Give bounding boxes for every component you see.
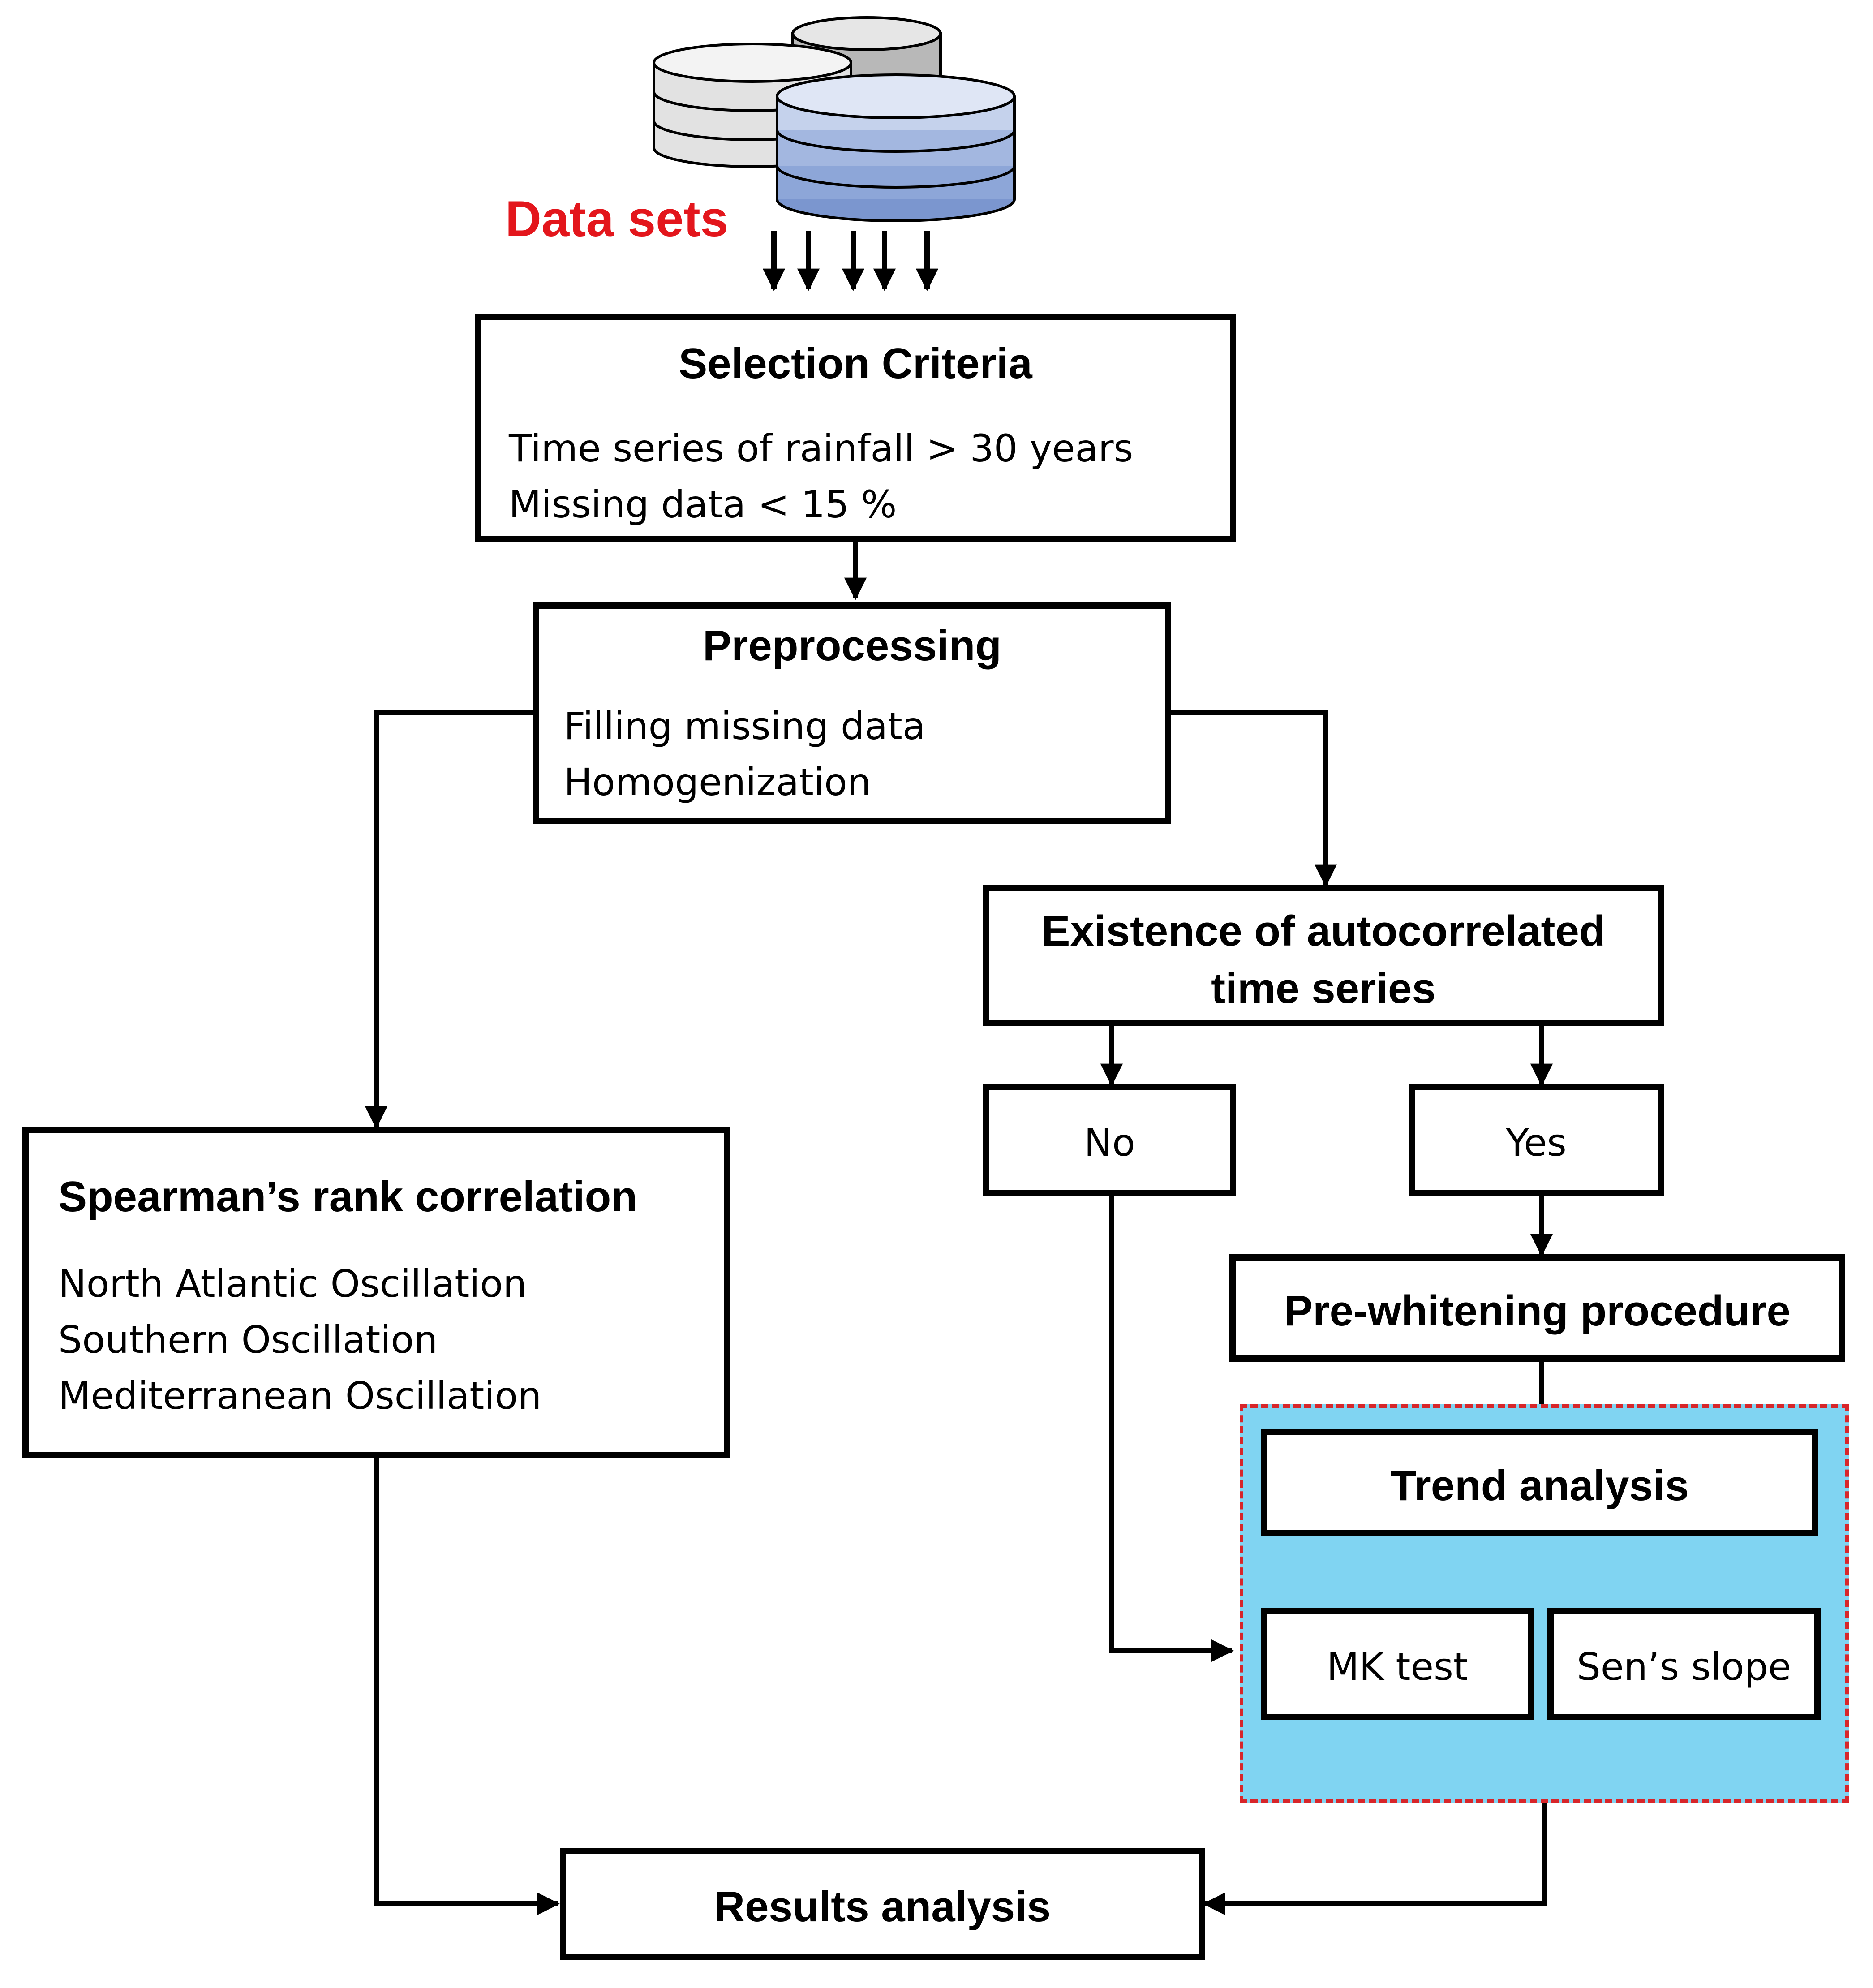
results-analysis-title: Results analysis — [713, 1883, 1051, 1931]
selection-criteria-line: Time series of rainfall > 30 years — [509, 426, 1134, 470]
sens-slope-box: Sen’s slope — [1547, 1608, 1821, 1720]
preprocessing-box: Preprocessing Filling missing data Homog… — [533, 602, 1171, 824]
preprocessing-line: Filling missing data — [564, 704, 926, 748]
datasets-label: Data sets — [505, 191, 729, 247]
autocorrelation-title: Existence of autocorrelated — [1041, 907, 1606, 955]
mk-test-box: MK test — [1261, 1608, 1534, 1720]
database-icon — [653, 16, 1016, 222]
spearman-line: North Atlantic Oscillation — [58, 1262, 527, 1306]
autocorrelation-title: time series — [1211, 964, 1436, 1012]
selection-criteria-line: Missing data < 15 % — [509, 482, 897, 526]
trend-analysis-title: Trend analysis — [1390, 1462, 1689, 1510]
no-label: No — [1084, 1121, 1135, 1165]
spearman-line: Mediterranean Oscillation — [58, 1374, 542, 1418]
prewhitening-box: Pre-whitening procedure — [1229, 1254, 1845, 1362]
results-analysis-box: Results analysis — [560, 1848, 1205, 1960]
preprocessing-line: Homogenization — [564, 760, 871, 804]
mk-test-label: MK test — [1327, 1645, 1468, 1689]
spearman-line: Southern Oscillation — [58, 1318, 438, 1362]
prewhitening-title: Pre-whitening procedure — [1284, 1287, 1791, 1335]
preprocessing-title: Preprocessing — [703, 622, 1001, 670]
spearman-box: Spearman’s rank correlation North Atlant… — [22, 1127, 730, 1458]
yes-label: Yes — [1506, 1121, 1567, 1165]
selection-criteria-title: Selection Criteria — [679, 340, 1032, 387]
selection-criteria-box: Selection Criteria Time series of rainfa… — [475, 314, 1236, 542]
trend-analysis-box: Trend analysis — [1261, 1429, 1818, 1536]
autocorrelation-box: Existence of autocorrelated time series — [983, 885, 1664, 1026]
spearman-title: Spearman’s rank correlation — [58, 1173, 637, 1221]
no-box: No — [983, 1084, 1236, 1196]
yes-box: Yes — [1409, 1084, 1664, 1196]
sens-slope-label: Sen’s slope — [1577, 1645, 1791, 1689]
